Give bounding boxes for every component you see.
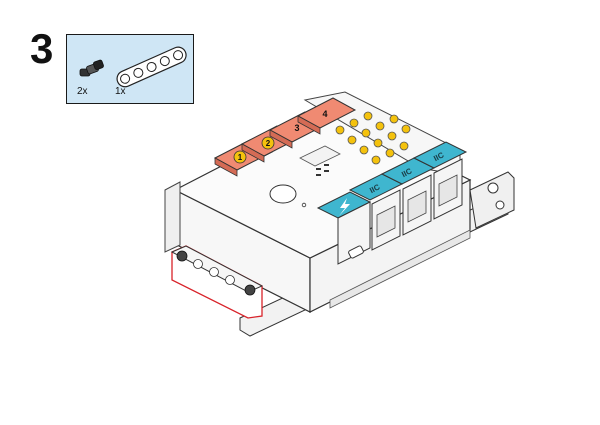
new-beam-highlight [170, 245, 264, 319]
motor-port-3-label: 3 [294, 123, 299, 133]
parts-callout-art [79, 46, 187, 88]
power-button [269, 184, 297, 204]
terminal-pins [335, 111, 411, 165]
sensor-port-iic-2: IIC [380, 157, 436, 236]
part-quantity-pin: 2x [77, 86, 88, 97]
motor-port-1-label: 1 [238, 153, 243, 162]
part-quantity-beam: 1x [115, 86, 126, 97]
lightning-icon [339, 198, 350, 216]
controller-body [164, 91, 509, 337]
parts-callout: 2x 1x [66, 34, 194, 104]
motor-port-4: 4 [296, 97, 357, 135]
step-number: 3 [30, 25, 54, 72]
sensor-port-iic-3-label: IIC [432, 150, 445, 163]
connector-pin-icon [79, 59, 104, 77]
sensor-port-iic-1-label: IIC [368, 182, 381, 195]
sensor-port-iic-3: IIC [412, 141, 468, 220]
sensor-port-iic-2-label: IIC [400, 166, 413, 179]
motor-port-2-label: 2 [266, 139, 271, 148]
right-beam [329, 171, 515, 309]
motor-port-4-label: 4 [322, 109, 327, 119]
usb-port [348, 245, 364, 259]
sensor-port-iic-1: IIC [348, 173, 404, 251]
beam-5-hole-icon [116, 46, 187, 88]
status-leds [299, 145, 341, 208]
